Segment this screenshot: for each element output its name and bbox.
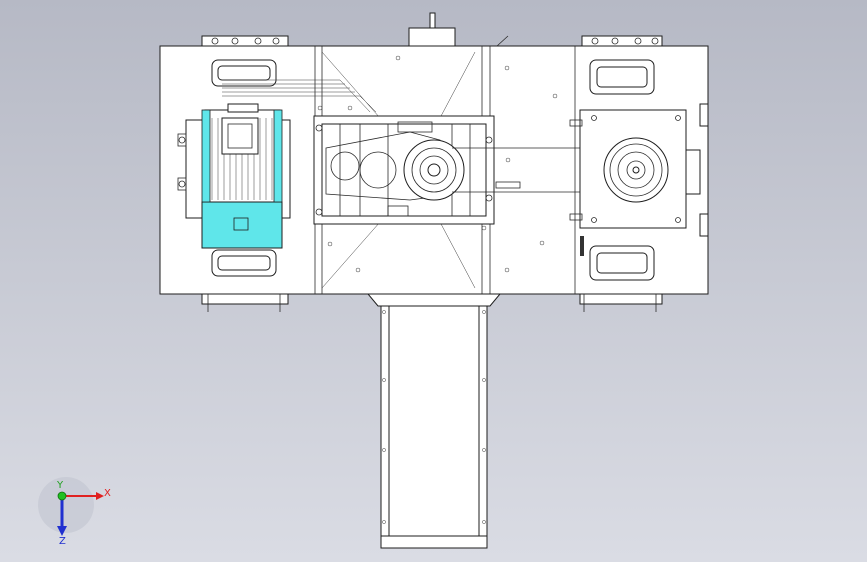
terminal-box [221,117,259,155]
top-left-bracket [201,35,289,47]
z-axis-label: Z [59,536,66,547]
coordinate-triad: X Y Z [38,477,111,547]
y-axis-label: Y [56,480,64,491]
motor-icon[interactable] [201,103,283,249]
gear-icon [403,139,465,201]
gearbox[interactable] [313,115,495,225]
top-right-bracket [581,35,663,47]
pulley-icon[interactable] [603,137,669,203]
x-axis-label: X [104,488,111,499]
top-block [408,27,456,47]
